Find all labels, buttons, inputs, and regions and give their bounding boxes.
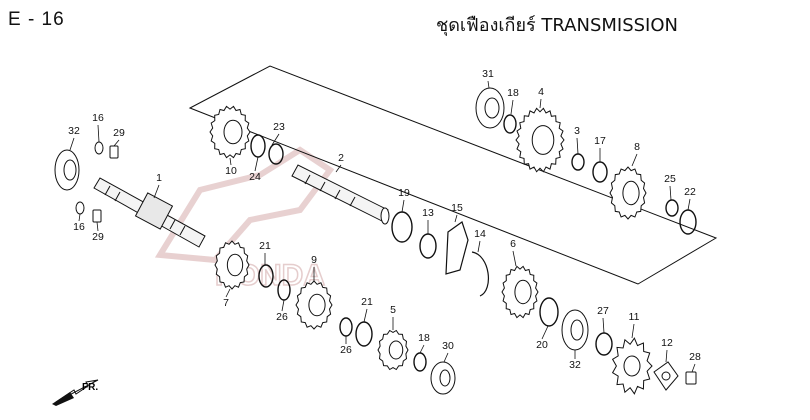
part-number-label: 10 [225,165,237,177]
part-number-label: 1 [156,172,162,184]
bearing-32-left [54,149,80,191]
bearing-30 [430,361,456,395]
part-number-label: 17 [594,135,606,147]
page-title: ชุดเฟืองเกียร์ TRANSMISSION [436,15,678,36]
bearing-32-right [561,309,589,351]
gear-9 [295,280,333,330]
leader-line [443,352,449,363]
leader-line [691,363,696,373]
part-number-label: 29 [113,127,125,139]
part-number-label: 25 [664,173,676,185]
leader-line [271,133,280,146]
bearing-31 [475,87,505,129]
part-number-label: 20 [536,339,548,351]
leader-line [78,213,81,222]
part-number-label: 16 [73,221,85,233]
part-number-label: 26 [340,344,352,356]
part-number-label: 27 [597,305,609,317]
part-number-label: 16 [92,112,104,124]
part-number-label: 32 [68,125,80,137]
part-number-label: 26 [276,311,288,323]
leader-line [512,250,517,267]
part-number-label: 4 [538,86,544,98]
leader-line [96,221,99,232]
part-number-label: 19 [398,187,410,199]
part-number-label: 29 [92,231,104,243]
gear-10 [209,105,251,159]
leader-line [113,139,120,147]
part-number-label: 15 [451,202,463,214]
part-number-label: 11 [629,311,640,323]
leader-line [454,214,458,223]
part-number-label: 7 [223,297,229,309]
leader-line [401,199,405,213]
part-number-label: 21 [259,240,271,252]
gears-group [209,105,647,371]
leader-line [363,308,368,323]
retainer-plate [653,361,679,391]
part-number-label: 13 [422,207,434,219]
counter-shaft [291,164,390,225]
gear-8 [609,166,647,220]
leader-line [510,99,514,115]
part-number-label: 32 [569,359,581,371]
front-arrow-icon: FR. [52,379,98,406]
leader-line [335,164,342,173]
leader-line [576,137,579,155]
assembly-frame [188,65,718,285]
drive-sprocket [611,337,653,395]
part-number-label: 8 [634,141,640,153]
leader-line [97,124,100,143]
part-number-label: 12 [661,337,673,349]
washers-group [250,114,697,372]
leader-line [487,80,490,89]
front-arrow-label: FR. [82,382,98,393]
part-number-label: 14 [474,228,486,240]
part-number-label: 18 [418,332,430,344]
leader-line [225,288,231,298]
leader-line [69,137,75,151]
leader-line [281,299,285,312]
part-number-label: 18 [507,87,519,99]
page-code: E - 16 [8,9,65,30]
part-number-label: 5 [390,304,396,316]
leader-line [602,317,605,334]
gear-6 [501,265,539,319]
leader-line [669,185,672,201]
gear-7 [214,240,250,290]
leader-line [419,344,425,354]
part-number-label: 28 [689,351,701,363]
part-number-label: 24 [249,171,261,183]
leader-line [687,198,691,211]
part-number-label: 3 [574,125,580,137]
part-number-label: 23 [273,121,285,133]
leader-line [477,240,481,253]
leader-line [541,325,549,340]
leader-line [631,323,635,339]
leader-line [254,156,259,172]
part-number-label: 21 [361,296,373,308]
leader-line [539,98,542,109]
leader-line [665,349,668,363]
shift-parts [445,221,489,297]
gear-5 [377,329,409,371]
part-number-label: 9 [311,254,317,266]
part-number-label: 30 [442,340,454,352]
part-number-label: 31 [482,68,494,80]
main-shaft [93,177,206,248]
leader-line [631,153,638,167]
gear-4 [515,107,565,173]
part-number-label: 22 [684,186,696,198]
leader-line [229,157,232,166]
part-number-label: 6 [510,238,516,250]
leader-line [153,184,160,199]
part-number-label: 2 [338,152,344,164]
